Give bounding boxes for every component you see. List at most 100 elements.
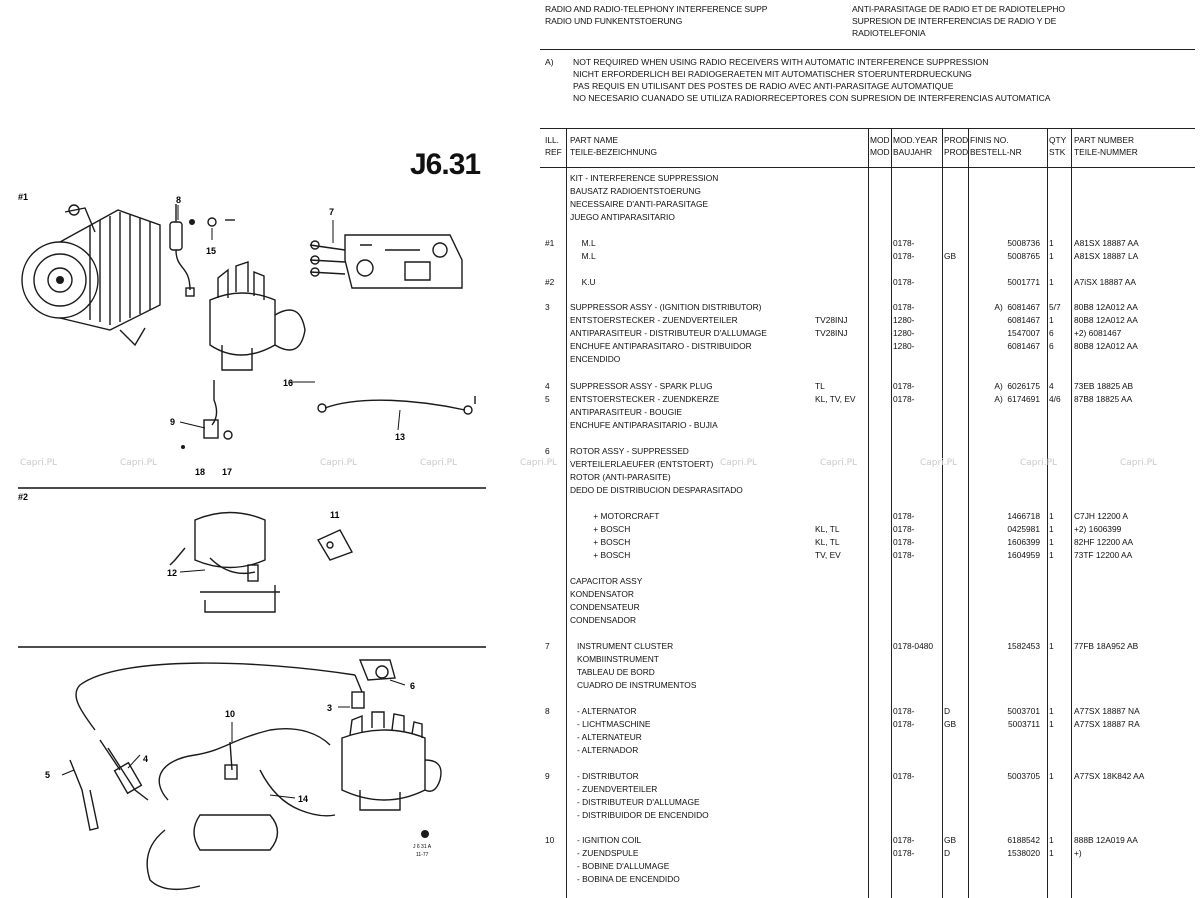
cell-finis: 1606399: [1007, 537, 1040, 547]
cell-finis: 5003705: [1007, 771, 1040, 781]
part-label-15: 15: [206, 246, 216, 256]
rotor-drawing: [358, 659, 396, 681]
cell-part-name: - LICHTMASCHINE: [570, 719, 651, 729]
cell-qty: 1: [1049, 251, 1054, 261]
cell-qty: 4: [1049, 381, 1054, 391]
cell-part-name: JUEGO ANTIPARASITARIO: [570, 212, 675, 222]
cell-qty: 5/7: [1049, 302, 1061, 312]
watermark-suffix: .PL: [543, 458, 558, 468]
part-label-8: 8: [176, 195, 181, 205]
watermark-suffix: .PL: [1143, 458, 1158, 468]
watermark: Capri.PL: [720, 455, 757, 468]
cell-ill-ref: 7: [545, 641, 550, 651]
cell-part-name: ROTOR (ANTI-PARASITE): [570, 472, 671, 482]
cell-ill-ref: 10: [545, 835, 555, 845]
cell-qty: 6: [1049, 341, 1054, 351]
cell-mod-year: 0178-: [893, 550, 915, 560]
part-label-5: 5: [45, 770, 50, 780]
note-line-en: NOT REQUIRED WHEN USING RADIO RECEIVERS …: [573, 57, 989, 67]
note-line-es: NO NECESARIO CUANADO SE UTILIZA RADIORRE…: [573, 93, 1051, 103]
cell-part-number: 80B8 12A012 AA: [1074, 315, 1138, 325]
part-label-18: 18: [195, 467, 205, 477]
cell-part-name: CONDENSATEUR: [570, 602, 640, 612]
cell-part-number: 73TF 12200 AA: [1074, 550, 1133, 560]
watermark: Capri.PL: [820, 455, 857, 468]
watermark: Capri.PL: [1120, 455, 1157, 468]
ht-lead-drawing: [69, 662, 365, 831]
cell-part-name: M.L: [570, 251, 596, 261]
cell-part-name: TABLEAU DE BORD: [570, 667, 655, 677]
cell-part-name: + MOTORCRAFT: [570, 511, 660, 521]
cell-prod: GB: [944, 835, 957, 845]
cell-part-name: NECESSAIRE D'ANTI-PARASITAGE: [570, 199, 709, 209]
cell-finis: 6188542: [1007, 835, 1040, 845]
cell-qty: 1: [1049, 550, 1054, 560]
instrument-cluster-drawing: [309, 234, 463, 289]
cell-mod-year: 0178-: [893, 238, 915, 248]
cell-prod: GB: [944, 251, 957, 261]
cell-qty: 1: [1049, 511, 1054, 521]
cell-part-name: CAPACITOR ASSY: [570, 576, 643, 586]
cell-mod-year: 0178-: [893, 719, 915, 729]
cell-ill-ref: 4: [545, 381, 550, 391]
cell-prod: D: [944, 706, 951, 716]
cell-part-name: + BOSCH: [570, 524, 631, 534]
part-label-16: 16: [283, 378, 293, 388]
part-label-13: 13: [395, 432, 405, 442]
cell-finis: 1547007: [1007, 328, 1040, 338]
cell-part-name: ENCHUFE ANTIPARASITARIO - BUJIA: [570, 420, 718, 430]
cell-part-name: K.U: [570, 277, 596, 287]
cell-model: TL: [815, 381, 825, 391]
cell-part-number: +): [1074, 848, 1082, 858]
part-label-3: 3: [327, 703, 332, 713]
part-label-7: 7: [329, 207, 334, 217]
page-code: J6.31: [410, 148, 481, 181]
watermark-suffix: .PL: [43, 458, 58, 468]
cell-part-name: - DISTRIBUTOR: [570, 771, 639, 781]
cell-finis: 6081467: [1007, 315, 1040, 325]
cell-part-number: 77FB 18A952 AB: [1074, 641, 1139, 651]
cell-mod-year: 0178-: [893, 524, 915, 534]
watermark: Capri.PL: [520, 455, 557, 468]
cell-finis: 5003701: [1007, 706, 1040, 716]
cell-model: KL, TV, EV: [815, 394, 856, 404]
cell-mod-year: 0178-: [893, 537, 915, 547]
watermark-suffix: .PL: [443, 458, 458, 468]
cell-part-name: - BOBINE D'ALLUMAGE: [570, 861, 670, 871]
watermark-text: Capri: [1020, 458, 1044, 468]
section-title-es-2: RADIOTELEFONIA: [852, 28, 926, 38]
cell-part-number: A77SX 18887 NA: [1074, 706, 1140, 716]
cell-mod-year: 0178-: [893, 251, 915, 261]
part-label-12: 12: [167, 568, 177, 578]
cell-ill-ref: 8: [545, 706, 550, 716]
ground-strap-drawing: [317, 396, 476, 415]
cell-part-number: 73EB 18825 AB: [1074, 381, 1134, 391]
cell-finis: A) 6026175: [994, 381, 1040, 391]
cell-qty: 1: [1049, 719, 1054, 729]
cell-part-number: 82HF 12200 AA: [1074, 537, 1134, 547]
col-divider: [1047, 128, 1048, 898]
cell-qty: 4/6: [1049, 394, 1061, 404]
col-divider: [968, 128, 969, 898]
cell-part-name: - IGNITION COIL: [570, 835, 642, 845]
cell-part-name: BAUSATZ RADIOENTSTOERUNG: [570, 186, 701, 196]
cell-ill-ref: 3: [545, 302, 550, 312]
section-label: #2: [18, 492, 28, 502]
col-divider: [942, 128, 943, 898]
distributor-3-drawing: [341, 711, 442, 811]
cell-mod-year: 0178-: [893, 771, 915, 781]
cell-ill-ref: 5: [545, 394, 550, 404]
cell-mod-year: 0178-: [893, 835, 915, 845]
cell-part-name: ROTOR ASSY - SUPPRESSED: [570, 446, 689, 456]
part-label-9: 9: [170, 417, 175, 427]
distributor-2-drawing: [169, 511, 280, 613]
cell-part-name: KIT - INTERFERENCE SUPPRESSION: [570, 173, 719, 183]
part-label-6: 6: [410, 681, 415, 691]
watermark-text: Capri: [420, 458, 444, 468]
cell-qty: 1: [1049, 771, 1054, 781]
cell-model: KL, TL: [815, 524, 840, 534]
cell-part-number: +2) 6081467: [1074, 328, 1122, 338]
col-divider: [566, 128, 567, 898]
cell-mod-year: 0178-: [893, 394, 915, 404]
note-line-de: NICHT ERFORDERLICH BEI RADIOGERAETEN MIT…: [573, 69, 972, 79]
